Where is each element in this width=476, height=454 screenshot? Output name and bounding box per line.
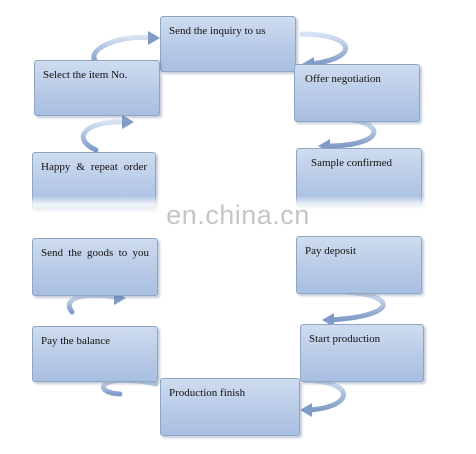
arrow-repeat-to-select xyxy=(80,119,129,153)
arrowhead-select-to-inquiry xyxy=(148,31,160,45)
step-select-item: Select the item No. xyxy=(34,60,160,116)
step-pay-deposit: Pay deposit xyxy=(296,236,422,294)
step-send-goods-label: Send the goods to you xyxy=(41,247,149,259)
step-send-goods: Send the goods to you xyxy=(32,238,158,296)
step-pay-deposit-label: Pay deposit xyxy=(305,245,357,257)
watermark-band xyxy=(0,196,476,236)
arrowhead-repeat-to-select xyxy=(122,115,134,129)
step-pay-balance: Pay the balance xyxy=(32,326,158,382)
step-start-production: Start production xyxy=(300,324,424,382)
step-sample-confirmed-label: Sample confirmed xyxy=(311,157,392,169)
arrow-select-to-inquiry xyxy=(91,34,155,65)
watermark-text: en.china.cn xyxy=(166,200,310,230)
step-pay-balance-label: Pay the balance xyxy=(41,335,111,347)
arrowhead-production-to-finish xyxy=(300,403,312,417)
arrow-inquiry-to-offer xyxy=(299,31,348,67)
step-production-finish: Production finish xyxy=(160,378,300,436)
step-send-inquiry: Send the inquiry to us xyxy=(160,16,296,72)
step-happy-repeat-order-label: Happy & repeat order xyxy=(41,161,147,173)
step-production-finish-label: Production finish xyxy=(169,387,246,399)
step-start-production-label: Start production xyxy=(309,333,381,345)
arrow-deposit-to-production xyxy=(327,289,386,323)
step-send-inquiry-label: Send the inquiry to us xyxy=(169,25,266,37)
arrow-finish-to-balance xyxy=(100,377,159,397)
arrow-balance-to-goods xyxy=(66,292,121,315)
arrow-offer-to-sample xyxy=(323,117,377,149)
step-select-item-label: Select the item No. xyxy=(43,69,128,81)
step-offer-negotiation: Offer negotiation xyxy=(294,64,420,122)
arrowhead-deposit-to-production xyxy=(322,313,334,327)
step-offer-negotiation-label: Offer negotiation xyxy=(305,73,381,85)
